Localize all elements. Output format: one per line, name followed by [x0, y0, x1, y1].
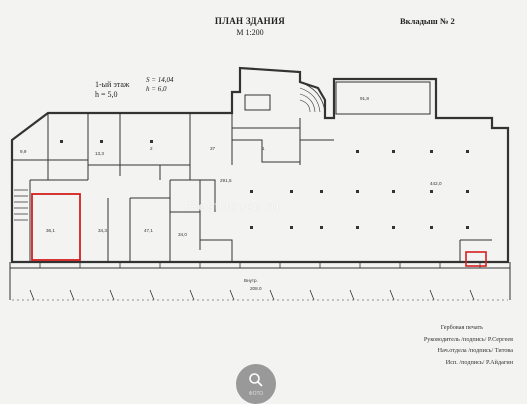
highlighted-room-small [465, 251, 487, 267]
room-label-11: 47,1 [144, 228, 153, 233]
room-label-10: 34,3 [98, 228, 107, 233]
corridor-length: 208.0 [250, 286, 262, 291]
floor-info: 1-ый этаж h = 5,0 [95, 80, 129, 100]
zoom-button[interactable]: ФОТО [236, 364, 276, 404]
watermark-text: RestHouse.ru [188, 198, 280, 214]
highlighted-room-main [31, 193, 81, 261]
plan-scale: М 1:200 [236, 28, 264, 37]
floor-label: 1-ый этаж [95, 80, 130, 89]
footer-line-4: Исп. /подпись/ Р.Айдагин [445, 358, 513, 366]
footer-line-3: Нач.отдела /подпись/ Титова [437, 347, 513, 354]
room-label-1: 9,9 [20, 149, 27, 154]
magnifier-icon [249, 373, 263, 387]
handwritten-note-line2: h = 6,0 [146, 85, 167, 93]
room-label-5: 1 [262, 146, 265, 151]
handwritten-note-line1: S = 14,04 [146, 76, 174, 84]
footer-line-2: Руководитель /подпись/ Р.Сергеев [423, 335, 513, 343]
zoom-label: ФОТО [248, 391, 264, 397]
stamp-footer: Гербовая печать Руководитель /подпись/ Р… [424, 322, 513, 368]
floor-height: h = 5,0 [95, 90, 118, 99]
room-label-8: 91,8 [360, 96, 369, 101]
insert-label: Вкладыш № 2 [400, 16, 455, 26]
floor-plan-drawing: 9,9 13,3 2 37 1 291,5 442,0 91,8 36,1 34… [9, 66, 511, 301]
room-label-9: 36,1 [46, 228, 55, 233]
room-label-4: 37 [210, 146, 216, 151]
room-label-12: 34,0 [178, 232, 187, 237]
room-label-6: 291,5 [220, 178, 232, 183]
corridor-label: Внутр. [244, 278, 258, 283]
room-label-3: 2 [150, 146, 153, 151]
room-label-7: 442,0 [430, 181, 442, 186]
room-label-2: 13,3 [95, 151, 104, 156]
footer-line-1: Гербовая печать [440, 324, 483, 331]
handwritten-note: S = 14,04 h = 6,0 [146, 76, 173, 94]
plan-title: ПЛАН ЗДАНИЯ [214, 16, 286, 26]
